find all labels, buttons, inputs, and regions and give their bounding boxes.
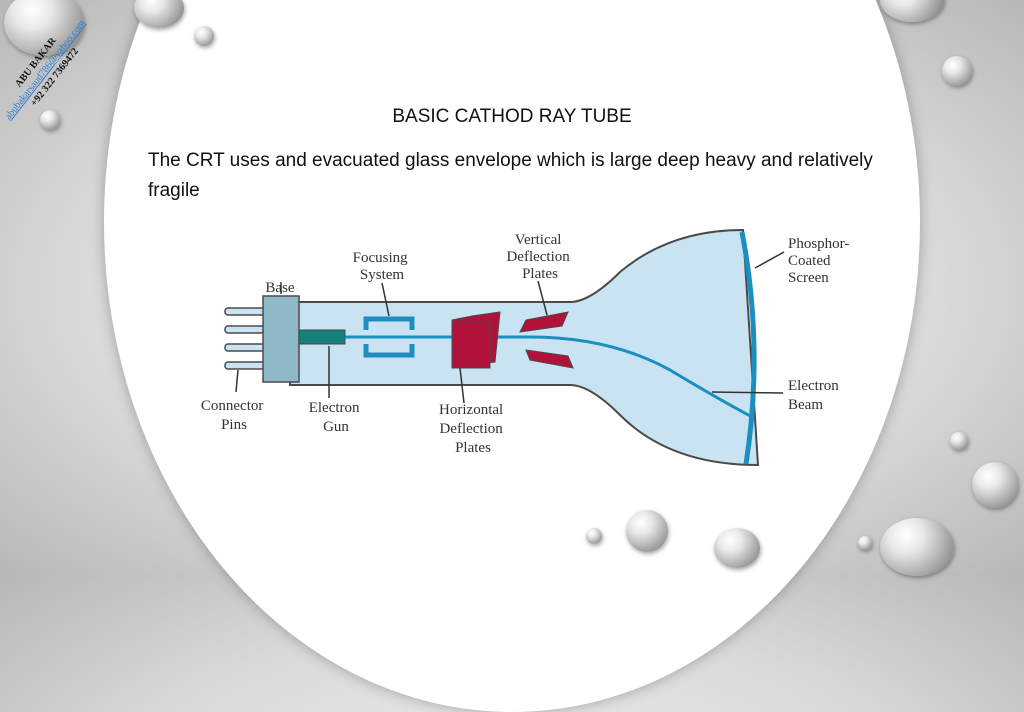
label-electron-gun: Electron Gun: [309, 400, 364, 435]
water-drop-decoration: [858, 536, 872, 550]
label-phosphor-coated-screen: Phosphor- Coated Screen: [788, 236, 853, 286]
water-drop-decoration: [626, 510, 668, 552]
crt-phosphor-screen: [739, 231, 757, 465]
label-connector-pins: Connector Pins: [201, 398, 267, 433]
label-vertical-deflection-plates: Vertical Deflection Plates: [506, 232, 573, 282]
leader-line-horizontal: [459, 367, 465, 404]
crt-glass-envelope: [289, 228, 760, 467]
label-focusing-system: Focusing System: [353, 250, 412, 283]
leader-line-beam: [711, 391, 784, 394]
focusing-system-top: [363, 316, 415, 330]
water-drop-decoration: [40, 110, 60, 130]
leader-line-vertical: [537, 280, 548, 316]
water-drop-decoration: [4, 0, 84, 56]
vertical-deflection-plate-top: [519, 311, 569, 333]
label-base: Base: [265, 280, 295, 296]
water-drop-decoration: [950, 432, 968, 450]
slide-body-text: The CRT uses and evacuated glass envelop…: [148, 150, 873, 201]
water-drop-decoration: [194, 26, 214, 46]
leader-line-focusing: [381, 282, 390, 317]
crt-diagram: Base Focusing System Vertical Deflection…: [201, 228, 853, 467]
leader-line-connector: [235, 369, 239, 393]
slide-title: BASIC CATHOD RAY TUBE: [392, 106, 632, 127]
leader-line-phosphor: [754, 251, 785, 269]
label-horizontal-deflection-plates: Horizontal Deflection Plates: [439, 402, 507, 456]
connector-pin: [224, 343, 266, 352]
water-drop-decoration: [714, 528, 760, 568]
focusing-system-bottom: [363, 344, 415, 358]
water-drop-decoration: [586, 528, 602, 544]
water-drop-decoration: [880, 0, 944, 22]
electron-gun: [298, 329, 346, 345]
connector-pin: [224, 307, 266, 316]
label-electron-beam: Electron Beam: [788, 378, 843, 413]
vertical-deflection-plate-bottom: [525, 349, 574, 369]
water-drop-decoration: [972, 462, 1018, 508]
electron-beam: [345, 335, 755, 420]
water-drop-decoration: [942, 56, 972, 86]
water-drop-decoration: [880, 518, 954, 576]
connector-pin: [224, 325, 266, 334]
crt-base: [262, 295, 300, 383]
connector-pin: [224, 361, 266, 370]
horizontal-deflection-plate-front: [451, 321, 491, 369]
